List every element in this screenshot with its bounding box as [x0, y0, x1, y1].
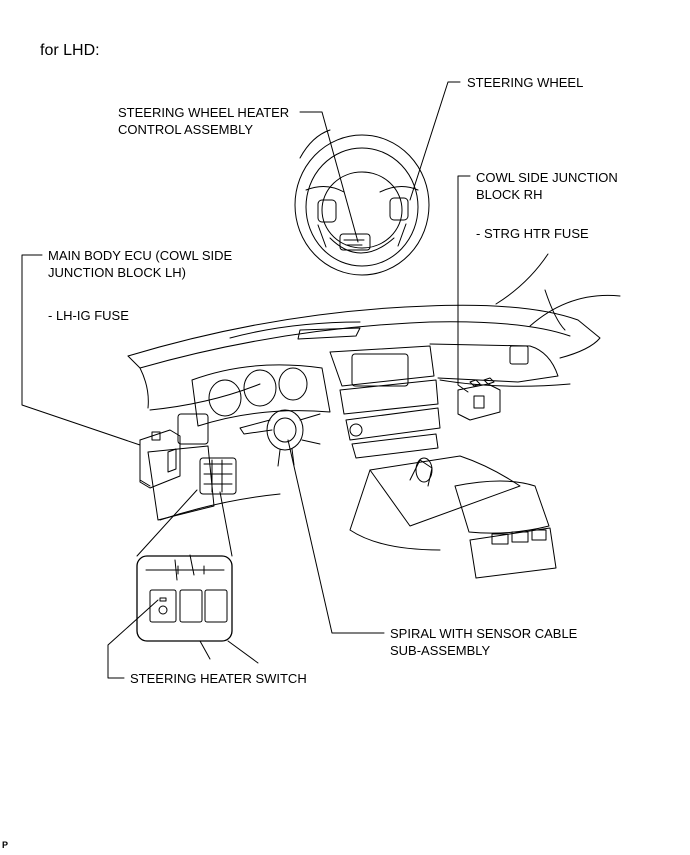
- label-main-body-ecu-line1: MAIN BODY ECU (COWL SIDE: [48, 248, 233, 263]
- label-main-body-ecu-line2: JUNCTION BLOCK LH): [48, 265, 186, 280]
- spiral-cable-drawing: [239, 409, 321, 467]
- label-heater-switch: STEERING HEATER SWITCH: [130, 671, 307, 686]
- center-console: [349, 455, 557, 579]
- label-heater-control-line2: CONTROL ASSEMBLY: [118, 122, 254, 137]
- label-lh-ig-fuse: - LH-IG FUSE: [48, 308, 129, 323]
- main-body-ecu-drawing: [139, 429, 181, 489]
- label-spiral-cable-line1: SPIRAL WITH SENSOR CABLE: [390, 626, 578, 641]
- heater-switch-callout: [136, 489, 259, 664]
- label-cowl-rh-line1: COWL SIDE JUNCTION: [476, 170, 618, 185]
- label-heater-control-line1: STEERING WHEEL HEATER: [118, 105, 290, 120]
- steering-wheel-drawing: [294, 129, 430, 276]
- footer-code: P: [2, 840, 9, 850]
- label-cowl-rh-line2: BLOCK RH: [476, 187, 543, 202]
- diagram-heading: for LHD:: [40, 42, 100, 59]
- label-spiral-cable-line2: SUB-ASSEMBLY: [390, 643, 491, 658]
- dashboard-body: [127, 304, 601, 581]
- label-steering-wheel: STEERING WHEEL: [467, 75, 584, 90]
- windshield-lines: [495, 253, 621, 331]
- label-strg-htr-fuse: - STRG HTR FUSE: [476, 226, 589, 241]
- cowl-rh-drawing: [457, 377, 501, 421]
